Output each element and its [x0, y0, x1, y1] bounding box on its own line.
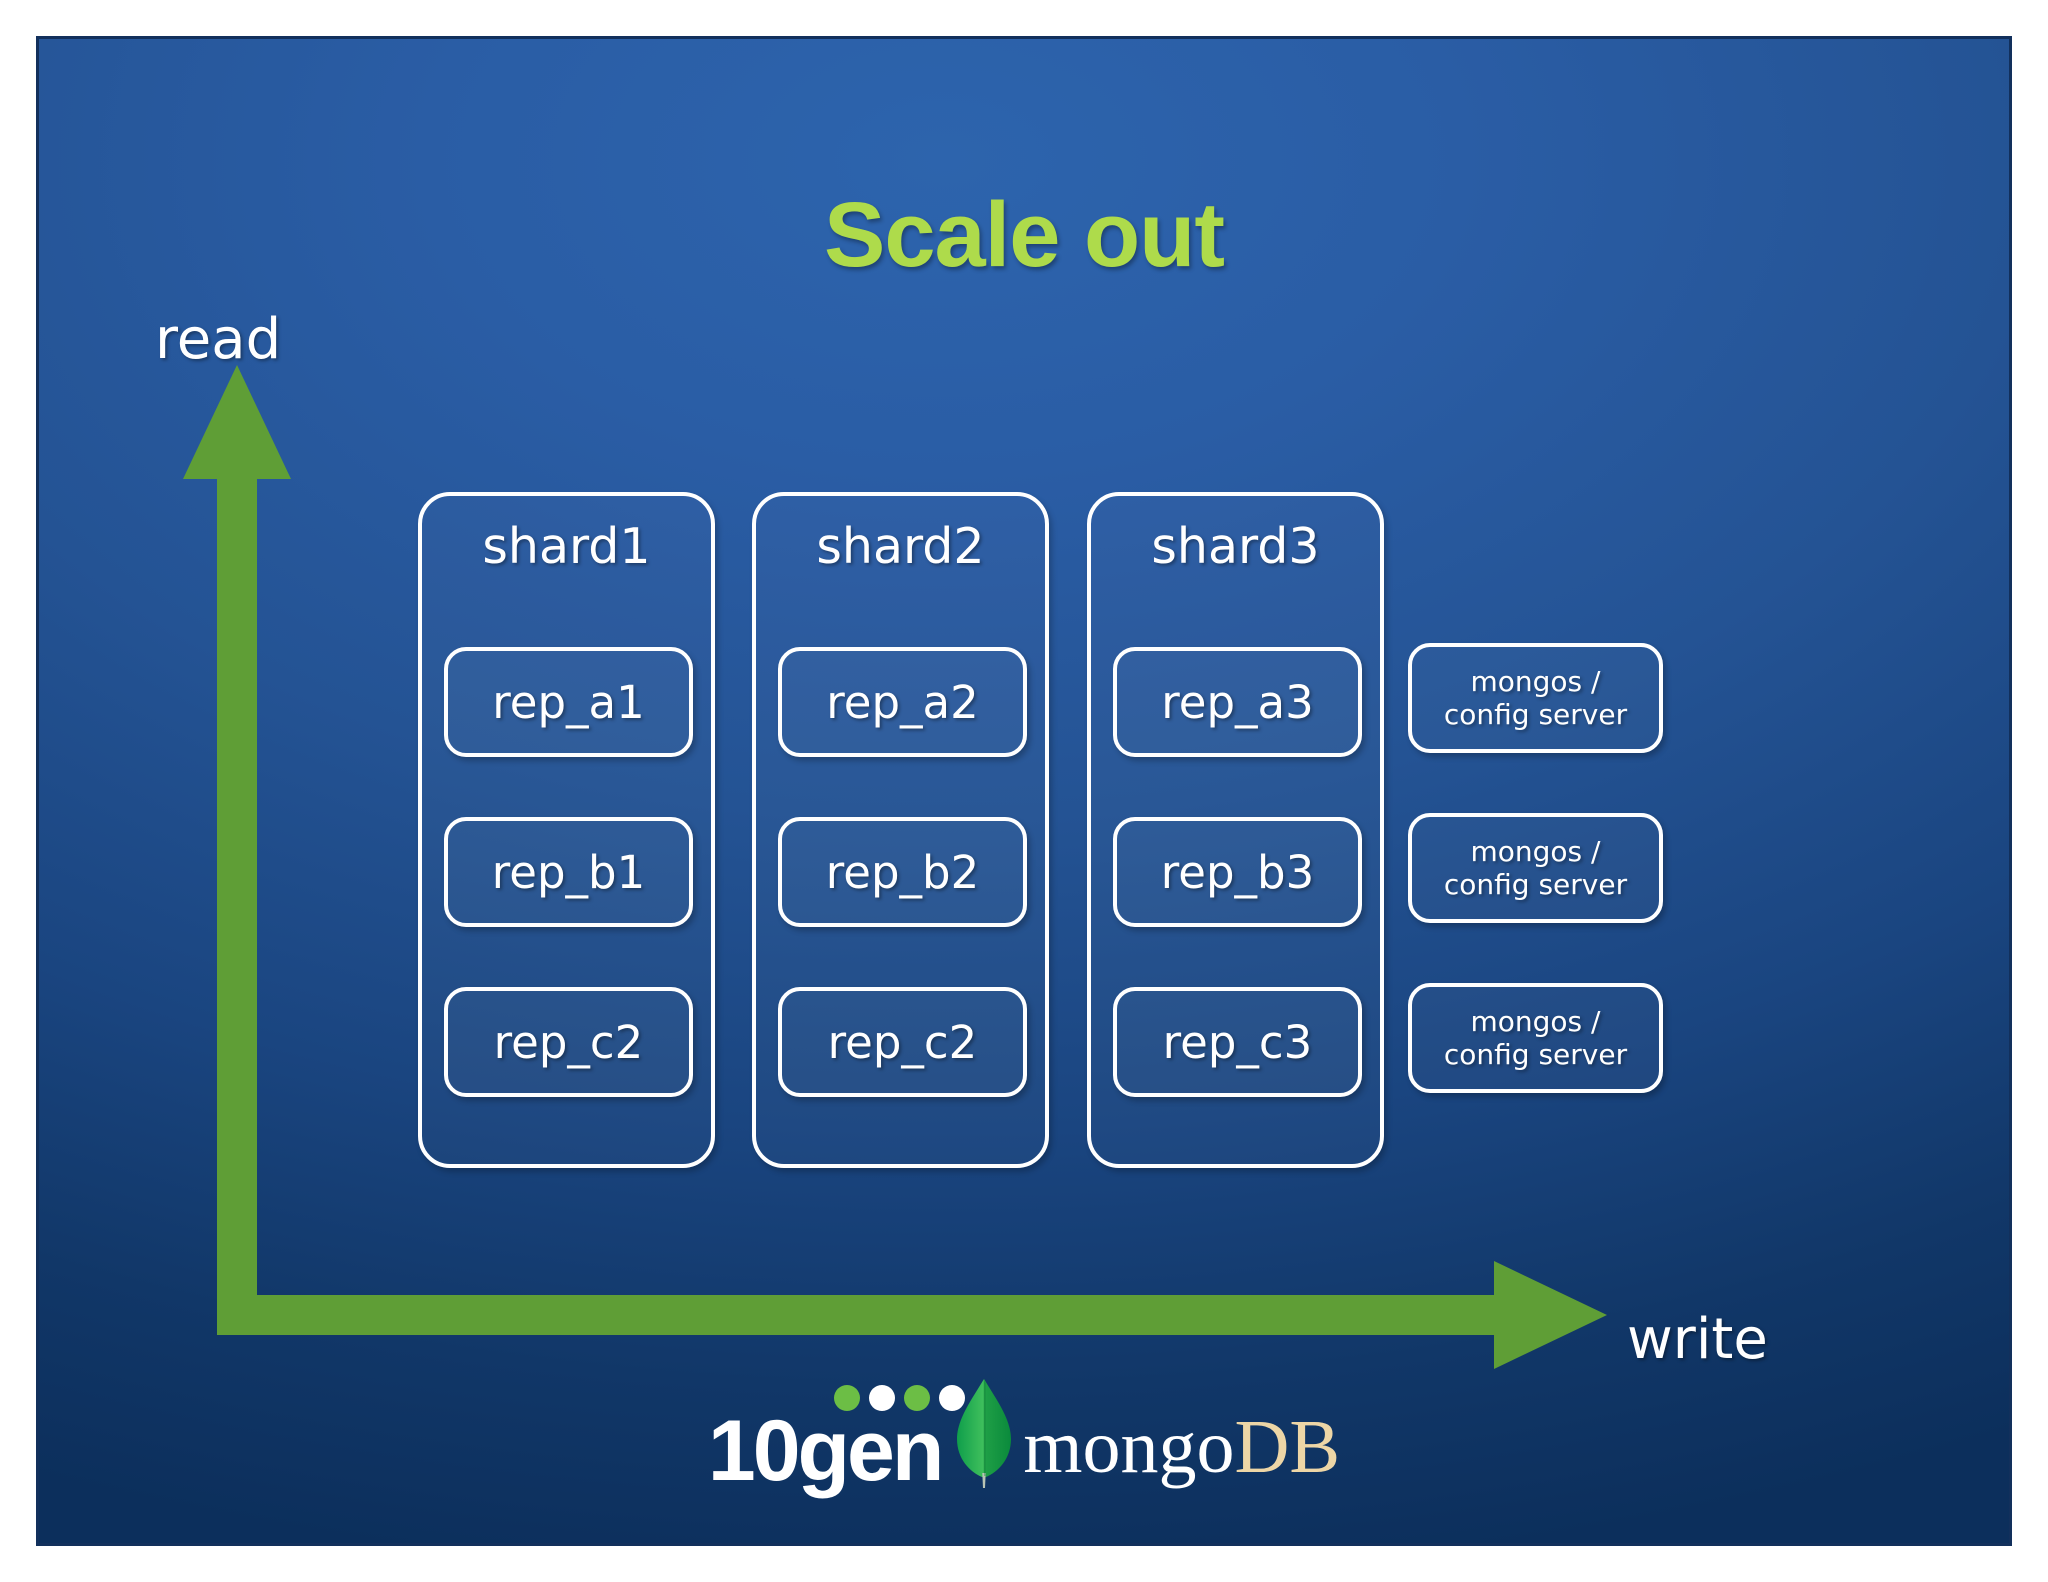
replica-node[interactable]: rep_a3	[1113, 647, 1362, 757]
replica-node[interactable]: rep_b2	[778, 817, 1027, 927]
logo-10gen-wordmark: 10gen	[707, 1402, 945, 1499]
shard-title-2: shard2	[816, 518, 985, 575]
slide-canvas: Scale out read write shard1 rep_a1 rep_b…	[36, 36, 2012, 1546]
mongos-line-1: mongos /	[1470, 1004, 1601, 1038]
replica-node[interactable]: rep_c2	[778, 987, 1027, 1097]
logo-mongodb-wordmark: mongoDB	[1023, 1409, 1340, 1485]
replica-node[interactable]: rep_b1	[444, 817, 693, 927]
mongos-line-2: config server	[1443, 698, 1628, 731]
mongos-config-node[interactable]: mongos / config server	[1408, 813, 1663, 923]
arrow-up-icon	[183, 365, 291, 1329]
mongodb-leaf-icon	[957, 1379, 1012, 1488]
mongos-line-2: config server	[1443, 868, 1628, 901]
arrow-right-icon	[217, 1261, 1607, 1369]
logo-mongo-text: mongo	[1023, 1405, 1235, 1489]
shard-container-3[interactable]: shard3 rep_a3 rep_b3 rep_c3	[1087, 492, 1384, 1168]
logo-dot-white-icon	[938, 1385, 965, 1411]
brand-logo: 10gen mongoDB	[39, 1371, 2009, 1499]
replica-node[interactable]: rep_c3	[1113, 987, 1362, 1097]
mongos-line-1: mongos /	[1470, 664, 1601, 698]
shard-title-1: shard1	[482, 518, 651, 575]
mongos-config-node[interactable]: mongos / config server	[1408, 983, 1663, 1093]
axis-label-write: write	[1627, 1307, 1768, 1372]
mongos-line-1: mongos /	[1470, 834, 1601, 868]
shard-container-1[interactable]: shard1 rep_a1 rep_b1 rep_c2	[418, 492, 715, 1168]
shard-container-2[interactable]: shard2 rep_a2 rep_b2 rep_c2	[752, 492, 1049, 1168]
axis-label-read: read	[155, 307, 282, 372]
logo-db-text: DB	[1234, 1405, 1341, 1489]
mongos-config-node[interactable]: mongos / config server	[1408, 643, 1663, 753]
logo-dot-white-icon	[868, 1385, 895, 1411]
logo-dots	[833, 1385, 965, 1411]
page-title: Scale out	[823, 184, 1225, 286]
replica-node[interactable]: rep_b3	[1113, 817, 1362, 927]
logo-dot-green-icon	[833, 1385, 860, 1411]
mongos-line-2: config server	[1443, 1038, 1628, 1071]
logo-dot-green-icon	[903, 1385, 930, 1411]
logo-10gen: 10gen	[707, 1379, 965, 1499]
replica-node[interactable]: rep_a1	[444, 647, 693, 757]
shard-title-3: shard3	[1151, 518, 1320, 575]
replica-node[interactable]: rep_c2	[444, 987, 693, 1097]
replica-node[interactable]: rep_a2	[778, 647, 1027, 757]
